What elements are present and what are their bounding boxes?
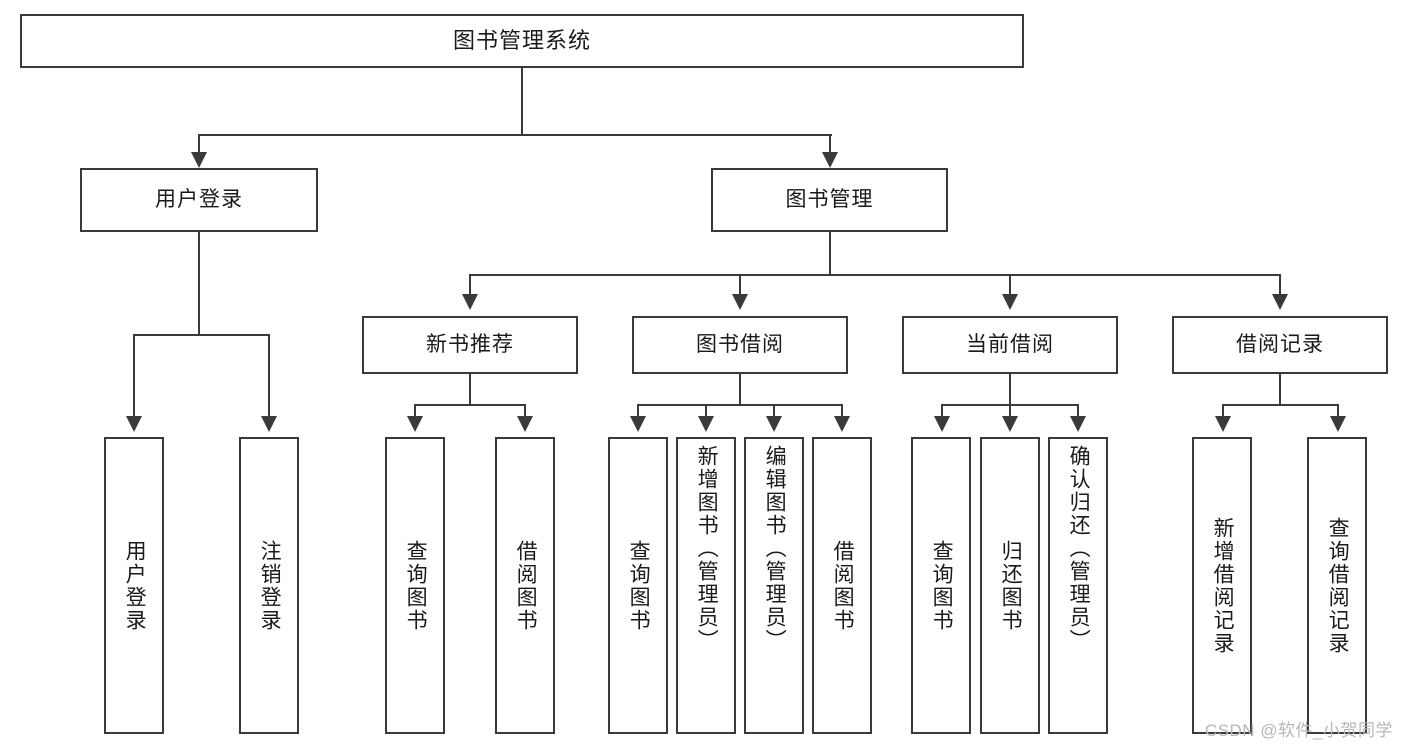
arrow-to-borrow-record — [1272, 294, 1288, 310]
leaf-query-book-current[interactable]: 查询图书 — [911, 437, 971, 734]
leaf-user-login[interactable]: 用户登录 — [104, 437, 164, 734]
arrow-to-current-borrow — [1002, 294, 1018, 310]
leaf-query-book-borrow[interactable]: 查询图书 — [608, 437, 668, 734]
leaf-label: 确认归还（管理员） — [1067, 445, 1091, 652]
connector-leg-nb-1 — [414, 404, 416, 418]
leaf-borrow-book[interactable]: 借阅图书 — [812, 437, 872, 734]
connector-book-borrow-stem — [739, 374, 741, 406]
connector-book-manage-stem — [829, 232, 831, 276]
arrow-to-br-leaf-2 — [1330, 416, 1346, 432]
connector-leg-cb-3 — [1077, 404, 1079, 418]
connector-leg-new-book — [469, 274, 471, 296]
connector-leg-bb-2 — [705, 404, 707, 418]
node-current-borrow[interactable]: 当前借阅 — [902, 316, 1118, 374]
node-book-management[interactable]: 图书管理 — [711, 168, 948, 232]
arrow-to-book-borrow — [732, 294, 748, 310]
connector-leg-br-2 — [1337, 404, 1339, 418]
connector-leg-current-borrow — [1009, 274, 1011, 296]
csdn-watermark: CSDN @软件_小贺同学 — [1204, 721, 1393, 740]
leaf-query-borrow-record[interactable]: 查询借阅记录 — [1307, 437, 1367, 734]
leaf-label: 编辑图书（管理员） — [763, 445, 787, 652]
arrow-to-nb-leaf-2 — [517, 416, 533, 432]
node-label: 新书推荐 — [426, 332, 514, 356]
connector-leg-bb-1 — [637, 404, 639, 418]
leaf-label: 用户登录 — [123, 539, 147, 632]
connector-leg-book-borrow — [739, 274, 741, 296]
arrow-to-cb-leaf-1 — [934, 416, 950, 432]
node-label: 借阅记录 — [1236, 332, 1324, 356]
node-label: 图书管理 — [785, 187, 874, 211]
leaf-label: 借阅图书 — [831, 539, 855, 632]
connector-leg-book-manage — [829, 134, 831, 154]
connector-current-borrow-stem — [1009, 374, 1011, 406]
connector-root-bus — [198, 134, 832, 136]
leaf-confirm-return-admin[interactable]: 确认归还（管理员） — [1048, 437, 1108, 734]
leaf-edit-book-admin[interactable]: 编辑图书（管理员） — [744, 437, 804, 734]
leaf-borrow-book-recommend[interactable]: 借阅图书 — [495, 437, 555, 734]
arrow-to-cb-leaf-2 — [1002, 416, 1018, 432]
connector-new-book-bus — [414, 404, 526, 406]
connector-book-borrow-bus — [637, 404, 843, 406]
leaf-return-book[interactable]: 归还图书 — [980, 437, 1040, 734]
connector-root-stem — [521, 68, 523, 135]
connector-leg-login-1 — [133, 334, 135, 418]
leaf-label: 新增图书（管理员） — [695, 445, 719, 652]
leaf-label: 查询图书 — [404, 539, 428, 632]
arrow-to-user-login — [191, 152, 207, 168]
connector-leg-bb-3 — [773, 404, 775, 418]
arrow-to-leaf-logout — [261, 416, 277, 432]
arrow-to-bb-leaf-1 — [630, 416, 646, 432]
node-root-system[interactable]: 图书管理系统 — [20, 14, 1024, 68]
leaf-label: 注销登录 — [258, 539, 282, 632]
arrow-to-book-manage — [822, 152, 838, 168]
leaf-add-borrow-record[interactable]: 新增借阅记录 — [1192, 437, 1252, 734]
leaf-label: 查询图书 — [930, 539, 954, 632]
node-label: 用户登录 — [155, 187, 243, 211]
arrow-to-new-book — [462, 294, 478, 310]
arrow-to-bb-leaf-2 — [698, 416, 714, 432]
connector-leg-cb-1 — [941, 404, 943, 418]
connector-user-login-stem — [198, 232, 200, 336]
node-book-borrow[interactable]: 图书借阅 — [632, 316, 848, 374]
connector-leg-bb-4 — [841, 404, 843, 418]
arrow-to-leaf-user-login — [126, 416, 142, 432]
arrow-to-bb-leaf-3 — [766, 416, 782, 432]
connector-borrow-record-bus — [1222, 404, 1339, 406]
node-new-book-recommend[interactable]: 新书推荐 — [362, 316, 578, 374]
node-borrow-record[interactable]: 借阅记录 — [1172, 316, 1388, 374]
leaf-label: 借阅图书 — [514, 539, 538, 632]
connector-leg-login-2 — [268, 334, 270, 418]
arrow-to-br-leaf-1 — [1215, 416, 1231, 432]
leaf-label: 查询图书 — [627, 539, 651, 632]
arrow-to-cb-leaf-3 — [1070, 416, 1086, 432]
leaf-logout[interactable]: 注销登录 — [239, 437, 299, 734]
connector-book-manage-bus — [469, 274, 1281, 276]
node-label: 图书管理系统 — [452, 28, 591, 54]
leaf-label: 归还图书 — [999, 539, 1023, 632]
leaf-label: 查询借阅记录 — [1326, 516, 1350, 655]
node-label: 当前借阅 — [966, 332, 1054, 356]
leaf-label: 新增借阅记录 — [1211, 516, 1235, 655]
connector-leg-user-login — [198, 134, 200, 154]
leaf-query-book-recommend[interactable]: 查询图书 — [385, 437, 445, 734]
arrow-to-bb-leaf-4 — [834, 416, 850, 432]
connector-new-book-stem — [469, 374, 471, 406]
connector-leg-nb-2 — [524, 404, 526, 418]
node-user-login[interactable]: 用户登录 — [80, 168, 318, 232]
connector-leg-br-1 — [1222, 404, 1224, 418]
arrow-to-nb-leaf-1 — [407, 416, 423, 432]
node-label: 图书借阅 — [696, 332, 784, 356]
connector-borrow-record-stem — [1279, 374, 1281, 406]
leaf-add-book-admin[interactable]: 新增图书（管理员） — [676, 437, 736, 734]
connector-leg-borrow-record — [1279, 274, 1281, 296]
connector-leg-cb-2 — [1009, 404, 1011, 418]
connector-user-login-bus — [133, 334, 270, 336]
